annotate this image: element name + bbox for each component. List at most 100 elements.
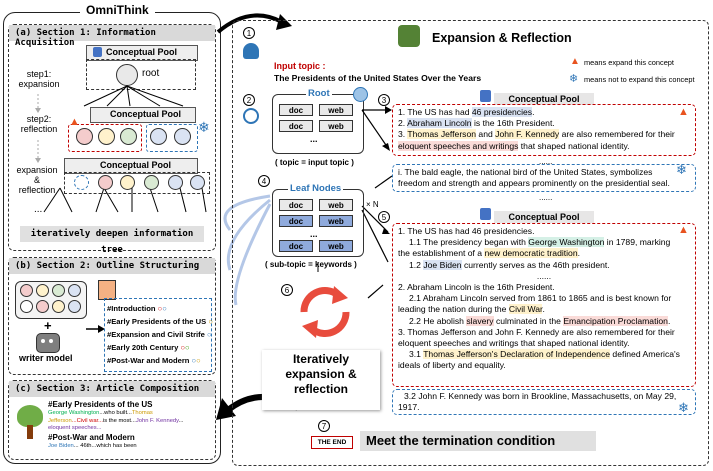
outline-item: #Expansion and Civil Strife ○ bbox=[107, 330, 212, 339]
pool2-dots: ...... bbox=[536, 270, 552, 281]
tray-dot-4 bbox=[68, 284, 81, 297]
leaf-doc-grid: doc web doc web bbox=[279, 199, 353, 227]
section1-panel bbox=[8, 24, 216, 251]
node-blue-2 bbox=[174, 128, 191, 145]
iteration-box bbox=[262, 350, 380, 410]
noexpand-group-box bbox=[146, 124, 198, 152]
outline-item: #Introduction ○○ bbox=[107, 304, 167, 313]
www-icon bbox=[353, 87, 368, 102]
pool1-dots: ...... bbox=[539, 157, 553, 166]
leaf-doc-grid-2: doc web bbox=[279, 240, 353, 252]
tree-icon bbox=[17, 405, 43, 427]
section3-header: (c) Section 3: Article Composition bbox=[9, 381, 215, 397]
node-yellow bbox=[98, 128, 115, 145]
iteratively-deepen-label: iteratively deepen information tree bbox=[20, 226, 204, 255]
expansion-panel bbox=[232, 20, 709, 466]
step-5: 5 bbox=[378, 211, 390, 223]
pool-icon bbox=[93, 47, 102, 57]
iteration-label: Iteratively expansion & reflection bbox=[285, 352, 357, 396]
pool2-line: 1. The US has had 46 presidencies. bbox=[398, 226, 535, 236]
step1-label: step1: expansion bbox=[18, 69, 60, 89]
xn-label: × N bbox=[366, 200, 379, 209]
pool1-line: eloquent speeches and writings that shap… bbox=[398, 140, 630, 151]
legend-noexpand: means not to expand this concept bbox=[584, 75, 695, 84]
pool2-icon-tag bbox=[90, 107, 196, 123]
article-preview: #Early Presidents of the US George Washi… bbox=[48, 400, 210, 450]
legend-expand: means expand this concept bbox=[584, 58, 674, 67]
pool1-snowflake-icon: ❄ bbox=[676, 162, 687, 177]
pool1-dots-2: ...... bbox=[539, 193, 553, 202]
step-1: 1 bbox=[243, 27, 255, 39]
pool-header-icon bbox=[480, 90, 491, 102]
expand-group-box bbox=[68, 124, 142, 152]
pool2-line: eloquent speeches and writings that shap… bbox=[398, 338, 630, 349]
legend-snowflake-icon: ❄ bbox=[569, 73, 579, 85]
web-cell: web bbox=[319, 240, 353, 252]
pool2-line: 1.1 The presidency began with George Was… bbox=[409, 237, 671, 248]
article-line: Joe Biden... 46th...which has been bbox=[48, 442, 137, 449]
node-e bbox=[168, 175, 183, 190]
fire-icon: ▲ bbox=[69, 116, 80, 128]
doc-cell: doc bbox=[279, 120, 313, 132]
tree-trunk bbox=[27, 425, 33, 439]
pool1-fire-icon: ▲ bbox=[678, 106, 689, 118]
pool2-snowflake-icon: ❄ bbox=[678, 400, 689, 415]
writer-model-label: writer model bbox=[19, 353, 73, 363]
web-cell: web bbox=[319, 104, 353, 116]
termination-label: Meet the termination condition bbox=[360, 431, 596, 451]
pool1-noexpand-box: i. The bald eagle, the national bird of … bbox=[392, 164, 696, 192]
node-c bbox=[120, 175, 135, 190]
book-icon bbox=[98, 280, 116, 300]
input-topic-label: Input topic : bbox=[274, 61, 326, 71]
root-label: root bbox=[142, 68, 160, 79]
root-dots: ... bbox=[310, 134, 318, 144]
article-h2: #Post-War and Modern bbox=[48, 432, 135, 442]
pool2-fire-icon: ▲ bbox=[678, 224, 689, 236]
plus-sign: + bbox=[44, 318, 52, 333]
outline-item: #Post-War and Modern ○○ bbox=[107, 356, 201, 365]
doc-cell: doc bbox=[279, 215, 313, 227]
robot-eye-2 bbox=[49, 339, 53, 343]
pool1-dashed bbox=[86, 59, 196, 90]
robot-icon bbox=[36, 333, 60, 353]
user-icon bbox=[243, 43, 259, 59]
section1-tree-lines bbox=[35, 85, 207, 213]
step-6: 6 bbox=[281, 284, 293, 296]
pool1-line: 2. Abraham Lincoln is the 16th President… bbox=[398, 118, 555, 129]
tray-dot-5 bbox=[20, 300, 33, 313]
web-cell: web bbox=[319, 199, 353, 211]
node-d bbox=[144, 175, 159, 190]
tray-dot-8 bbox=[68, 300, 81, 313]
pool2-line: 3. Thomas Jefferson and John F. Kennedy … bbox=[398, 326, 675, 337]
pool2-line: 2.1 Abraham Lincoln served from 1861 to … bbox=[409, 293, 672, 304]
tray-dot-1 bbox=[20, 284, 33, 297]
tray-dot-6 bbox=[36, 300, 49, 313]
section2-header: (b) Section 2: Outline Structuring bbox=[9, 258, 215, 274]
pool2-noexpand-line: 1917. bbox=[398, 402, 420, 413]
outline-box bbox=[104, 298, 212, 372]
node-b bbox=[98, 175, 113, 190]
conceptual-pool-2: 1. The US has had 46 presidencies. 1.1 T… bbox=[392, 223, 696, 387]
step-4: 4 bbox=[258, 175, 270, 187]
tray-dot-3 bbox=[52, 284, 65, 297]
leaf-label: Leaf Nodes bbox=[288, 183, 344, 194]
pool2-noexpand-line: 3.2 John F. Kennedy was born in Brooklin… bbox=[404, 391, 677, 401]
section3-panel bbox=[8, 380, 216, 460]
network-icon bbox=[398, 25, 420, 47]
doc-cell: doc bbox=[279, 240, 313, 252]
pool2-line: ideals of liberty and equality. bbox=[398, 360, 506, 371]
outline-list: #Introduction ○○ #Early Presidents of th… bbox=[107, 302, 213, 367]
leaf-dots: ... bbox=[310, 229, 318, 239]
article-line: Jefferson...Civil war...is the most...Jo… bbox=[48, 417, 184, 424]
input-topic-value: The Presidents of the United States Over… bbox=[274, 73, 482, 83]
snowflake-icon: ❄ bbox=[198, 119, 210, 135]
tree-ellipsis: ... bbox=[34, 204, 43, 215]
root-label: Root bbox=[306, 88, 332, 99]
pool2-line: leading the nation during the Civil War. bbox=[398, 304, 545, 315]
subtopic-eq-label: ( sub-topic = keywords ) bbox=[265, 260, 357, 269]
conceptual-pool-2-header: Conceptual Pool bbox=[494, 211, 594, 223]
pool2-line: the establishment of a new democratic tr… bbox=[398, 248, 581, 259]
pool3-box bbox=[64, 158, 198, 174]
section2-panel bbox=[8, 257, 216, 375]
robot-eye-1 bbox=[41, 339, 45, 343]
